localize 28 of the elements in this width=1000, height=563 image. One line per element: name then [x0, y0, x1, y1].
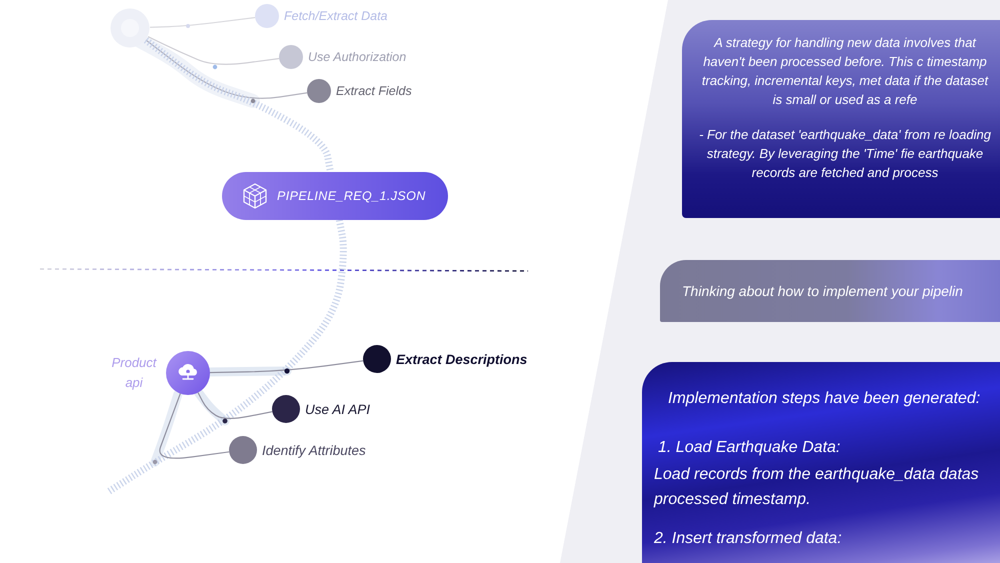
message-text: 2. Insert transformed data: — [654, 529, 843, 549]
node-label: Product api — [110, 354, 158, 392]
step-label: Use Authorization — [308, 50, 406, 64]
message-text: 1. Load Earthquake Data: — [657, 438, 842, 458]
connector-line — [148, 36, 280, 65]
connector-line — [159, 393, 230, 459]
hatched-line — [106, 219, 347, 495]
connector-line — [150, 16, 256, 28]
message-text: Implementation steps have been generated: — [667, 389, 982, 409]
message-text: Thinking about how to implement your pipelin — [682, 282, 964, 301]
message-bubble — [642, 362, 1000, 563]
step-label: Extract Descriptions — [396, 352, 528, 366]
hatched-line — [144, 37, 334, 173]
message-bubble — [682, 20, 1000, 218]
message-text: Load records from the earthquake_data datas processed timestamp. — [654, 465, 980, 510]
message-text: A strategy for handling new data involves that haven't been processed before. This c timestamp tracking, incremental keys, met data if the dataset is small or used as a refe — [700, 34, 990, 109]
step-label: Use AI API — [305, 402, 370, 416]
connector-line — [198, 392, 272, 420]
step-label: Identify Attributes — [262, 442, 366, 458]
message-text: - For the dataset 'earthquake_data' from re loading strategy. By leveraging the 'Time' fie earthquake records are fetched and process — [698, 126, 992, 182]
file-pill — [222, 172, 448, 220]
step-label: Fetch/Extract Data — [284, 9, 388, 23]
connector-line — [210, 360, 364, 374]
file-name: PIPELINE_REQ_1.JSON — [277, 189, 426, 203]
circle-node — [110, 8, 150, 48]
step-label: Extract Fields — [336, 84, 412, 98]
connector-line — [146, 40, 308, 99]
message-bubble — [660, 260, 1000, 322]
